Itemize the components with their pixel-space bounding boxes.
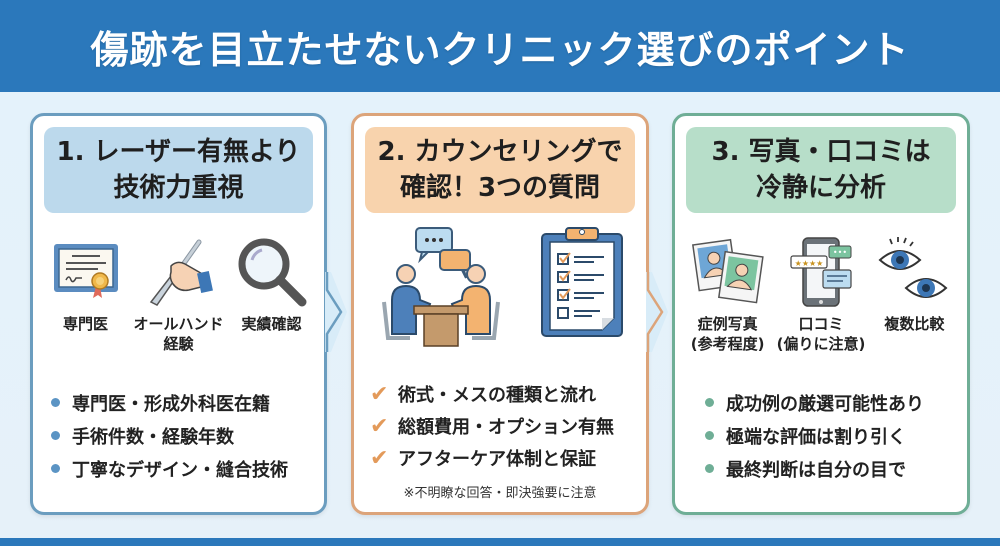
check-icon: ✔ [370,381,389,407]
check-icon: ✔ [370,445,389,471]
footer-bar [0,538,1000,546]
icon-label: 専門医 [62,315,108,333]
chevron-right-icon [325,272,347,352]
icon-item-checklist [535,224,629,340]
icon-item-consultation [372,224,512,352]
card-title-line1: 3. 写真・口コミは [711,137,931,167]
caution-note: ※不明瞭な回答・即決強要に注意 [403,486,597,501]
card-title: 1. レーザー有無より 技術力重視 [44,127,313,213]
card-counseling: 2. カウンセリングで 確認！3つの質問 [351,113,649,515]
list-item: 成功例の厳選可能性あり [705,386,957,419]
card-title-line2: 確認！3つの質問 [399,173,601,203]
svg-text:★★★★: ★★★★ [795,259,824,268]
card-title-line1: 2. カウンセリングで [377,137,623,167]
icon-item-reviews: ★★★★ ••• 口コミ (偏りに注意) [774,236,867,354]
case-photos-icon [691,238,764,304]
icon-label: オールハンド 経験 [133,315,224,353]
icon-item-compare: 複数比較 [868,236,961,334]
card-title-line2: 冷静に分析 [755,173,886,203]
header-banner: 傷跡を目立たせないクリニック選びのポイント [0,0,1000,92]
card-technical-skill: 1. レーザー有無より 技術力重視 専門医 [30,113,327,515]
eyes-compare-icon [878,237,948,298]
clipboard-checklist-icon [540,227,623,337]
card-title-line1: 1. レーザー有無より [56,137,301,167]
icon-item-case-photos: 症例写真 (参考程度) [681,236,774,354]
checklist: ✔術式・メスの種類と流れ ✔総額費用・オプション有無 ✔アフターケア体制と保証 [370,378,636,474]
list-item: 手術件数・経験年数 [51,419,314,452]
list-item: ✔アフターケア体制と保証 [370,445,596,471]
icon-label: 症例写真 (参考程度) [690,315,765,353]
bullet-dot-icon [705,464,714,473]
bullet-dot-icon [705,431,714,440]
icons-row [360,224,640,354]
icon-label: 実績確認 [241,315,302,333]
magnifier-icon [238,238,306,307]
bullet-dot-icon [51,431,60,440]
bullet-dot-icon [705,398,714,407]
bullet-list: 専門医・形成外科医在籍 手術件数・経験年数 丁寧なデザイン・縫合技術 [51,386,314,485]
list-item: 丁寧なデザイン・縫合技術 [51,452,314,485]
certificate-icon [53,244,118,298]
card-title: 2. カウンセリングで 確認！3つの質問 [365,127,635,213]
list-item: 専門医・形成外科医在籍 [51,386,314,419]
scalpel-hand-icon [149,239,213,306]
bullet-list: 成功例の厳選可能性あり 極端な評価は割り引く 最終判断は自分の目で [705,386,957,485]
svg-text:•••: ••• [833,248,847,257]
icon-label: 口コミ (偏りに注意) [776,315,866,353]
icon-item-specialist: 専門医 [39,236,132,334]
icon-item-all-hand: オールハンド 経験 [132,236,225,354]
list-item: ✔術式・メスの種類と流れ [370,381,596,407]
icon-item-track-record: 実績確認 [225,236,318,334]
list-item: ✔総額費用・オプション有無 [370,413,614,439]
icon-label: 複数比較 [884,315,945,333]
phone-reviews-icon: ★★★★ ••• [790,237,852,307]
chevron-right-icon [646,272,668,352]
page-title: 傷跡を目立たせないクリニック選びのポイント [90,27,910,72]
icons-row: 症例写真 (参考程度) ★★★★ ••• 口コミ (偏りに注意) [681,236,961,366]
check-icon: ✔ [370,413,389,439]
consultation-icon [381,227,500,347]
list-item: 極端な評価は割り引く [705,419,957,452]
bullet-dot-icon [51,464,60,473]
icons-row: 専門医 オールハンド 経験 実績確認 [39,236,318,366]
card-title-line2: 技術力重視 [113,173,244,203]
card-photo-review-analysis: 3. 写真・口コミは 冷静に分析 症例写真 (参 [672,113,970,515]
bullet-dot-icon [51,398,60,407]
card-title: 3. 写真・口コミは 冷静に分析 [686,127,956,213]
list-item: 最終判断は自分の目で [705,452,957,485]
